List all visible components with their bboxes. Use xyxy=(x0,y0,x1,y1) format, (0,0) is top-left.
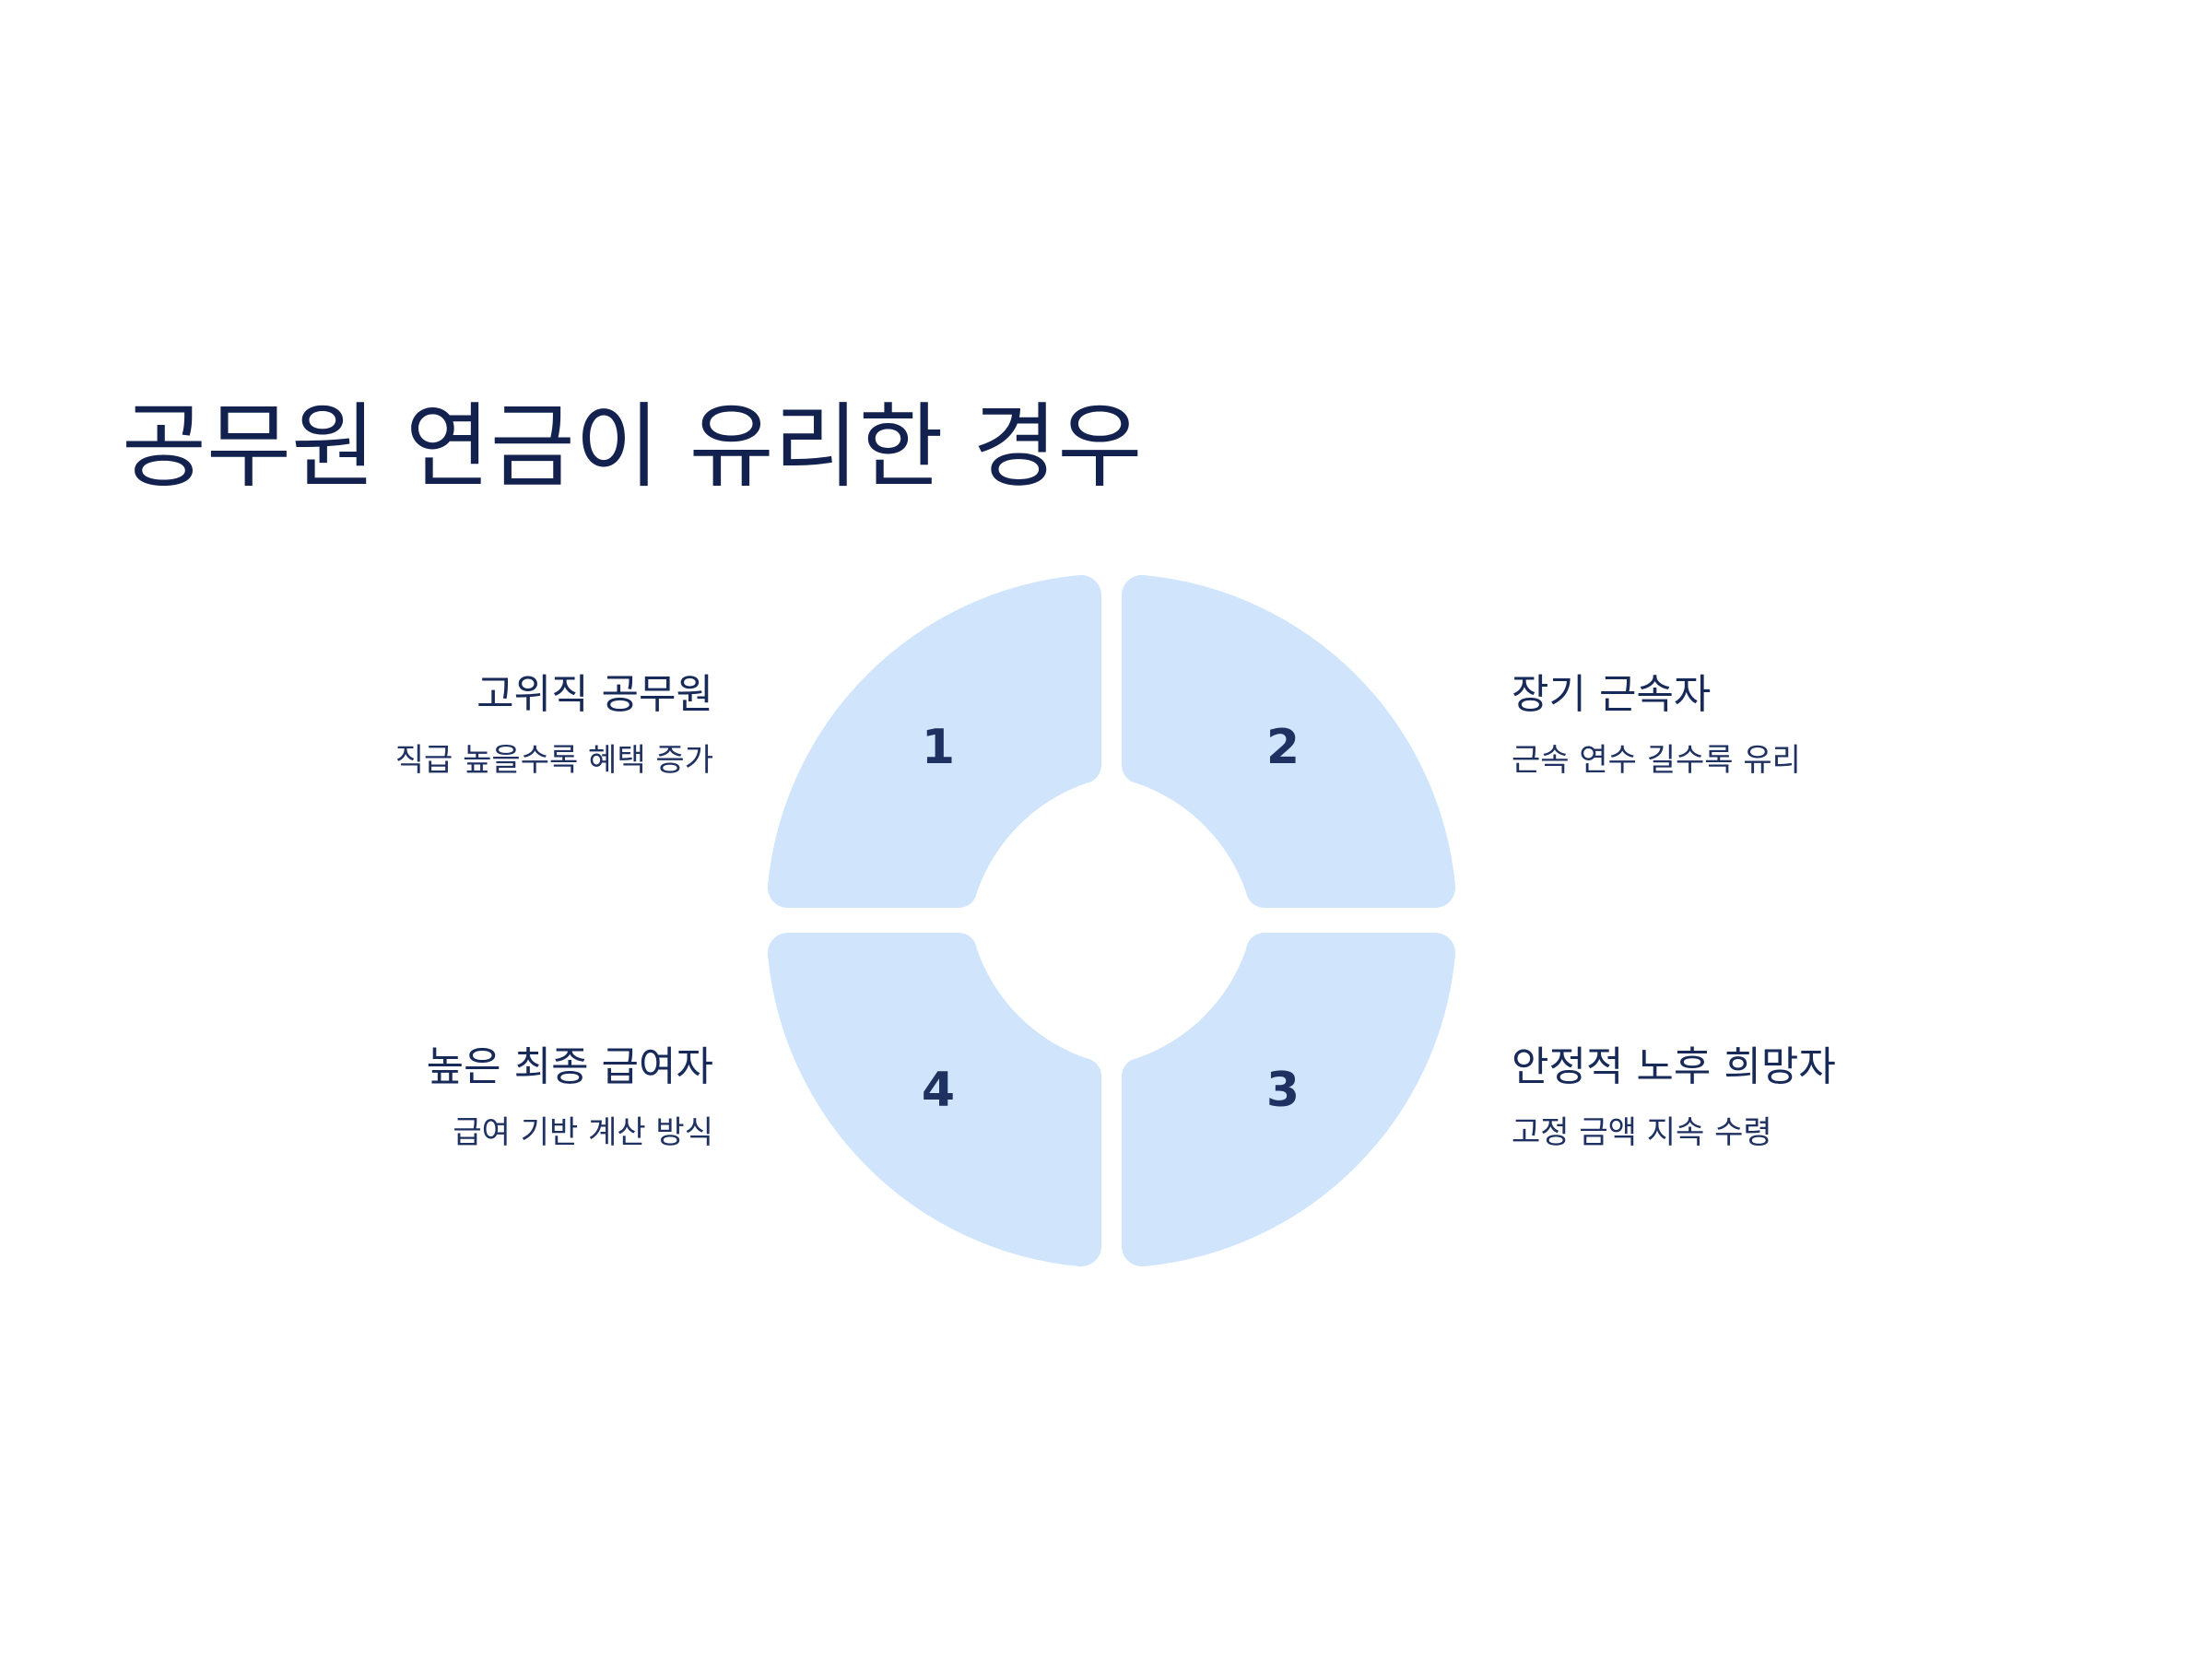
segment-3-number: 3 xyxy=(1266,1063,1300,1118)
segment-3-shape xyxy=(1121,932,1456,1267)
page-title: 공무원 연금이 유리한 경우 xyxy=(122,393,1143,500)
segment-2-description: 근속 연수 길수록 유리 xyxy=(1512,741,1801,779)
segment-2-number: 2 xyxy=(1266,720,1300,775)
segment-4-description: 급여 기반 계산 방식 xyxy=(453,1113,713,1151)
segment-1: 1 xyxy=(767,574,1102,909)
segment-3-heading: 안정적 노후 희망자 xyxy=(1512,1043,1836,1090)
segment-4-label: 높은 최종 급여자 급여 기반 계산 방식 xyxy=(234,1043,713,1152)
segment-2-label: 장기 근속자 근속 연수 길수록 유리 xyxy=(1512,671,1991,780)
segment-1-label: 고위직 공무원 직급 높을수록 혜택 증가 xyxy=(234,671,713,780)
segment-1-shape xyxy=(767,574,1102,909)
segment-3-description: 고정 금액 지속 수령 xyxy=(1512,1113,1772,1151)
segment-4-heading: 높은 최종 급여자 xyxy=(426,1043,713,1090)
segment-1-number: 1 xyxy=(922,720,955,775)
segment-4-shape xyxy=(767,932,1102,1267)
segment-3: 3 xyxy=(1121,932,1456,1267)
segment-4-number: 4 xyxy=(922,1063,955,1118)
segment-2: 2 xyxy=(1121,574,1456,909)
segment-1-description: 직급 높을수록 혜택 증가 xyxy=(394,741,713,779)
segment-2-heading: 장기 근속자 xyxy=(1512,671,1712,718)
segment-3-label: 안정적 노후 희망자 고정 금액 지속 수령 xyxy=(1512,1043,1991,1152)
segment-4: 4 xyxy=(767,932,1102,1267)
segment-1-heading: 고위직 공무원 xyxy=(477,671,713,718)
segment-2-shape xyxy=(1121,574,1456,909)
